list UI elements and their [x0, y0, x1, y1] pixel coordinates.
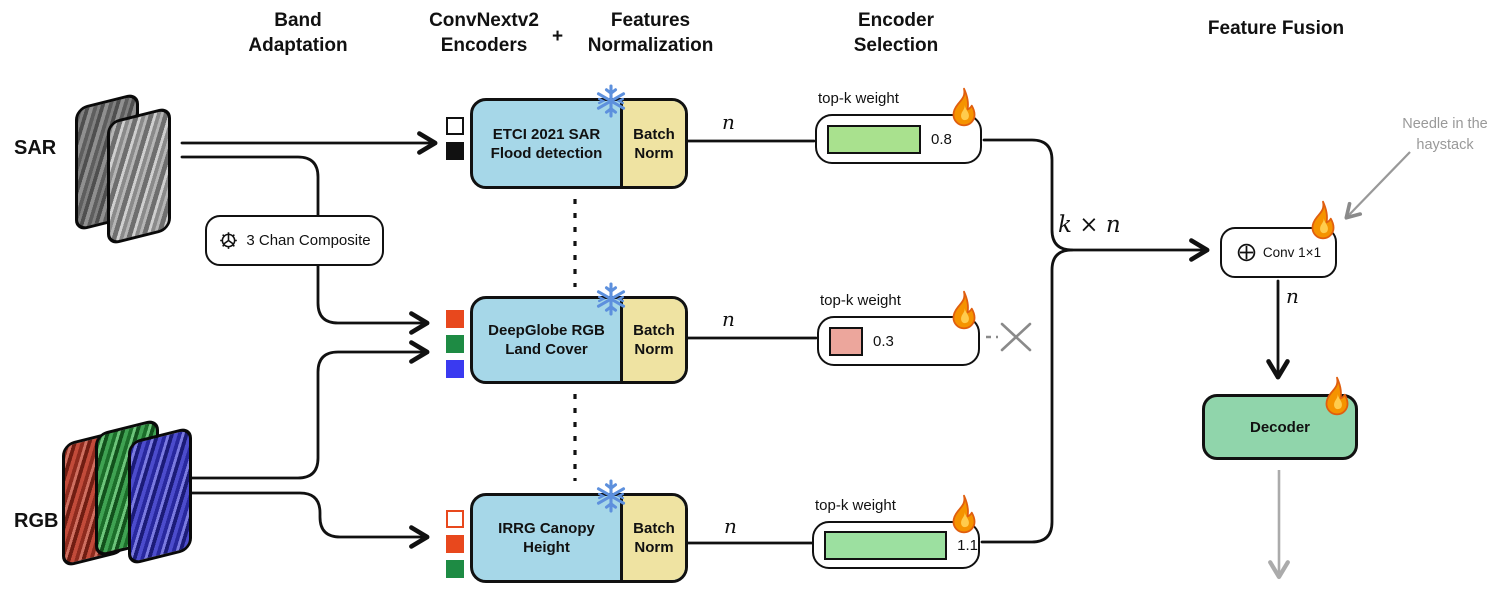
encoder-name: DeepGlobe RGB Land Cover [488, 322, 605, 358]
band-square [446, 360, 464, 378]
topk-weight-box-deepglobe: 0.3 [817, 316, 980, 366]
weight-value: 0.3 [873, 332, 894, 350]
band-indicators-sar [446, 117, 464, 160]
weight-bar [829, 326, 863, 356]
band-indicators-rgb [446, 310, 464, 378]
composite-box: 3 Chan Composite [205, 215, 384, 266]
composite-label: 3 Chan Composite [246, 232, 371, 249]
header-encoder-selection: Encoder Selection [853, 10, 939, 56]
band-indicators-irrg [446, 510, 464, 578]
band-square [446, 560, 464, 578]
encoder-box-deepglobe: DeepGlobe RGB Land Cover Batch Norm [470, 282, 688, 384]
snowflake-icon [596, 479, 626, 513]
weight-value: 0.8 [931, 130, 952, 148]
encoder-name: ETCI 2021 SAR Flood detection [490, 125, 603, 162]
flame-icon [1325, 376, 1349, 416]
rgb-panel-blue [128, 426, 192, 566]
feature-dim-label: n [724, 514, 737, 538]
rgb-label: RGB [14, 510, 59, 532]
sar-label: SAR [14, 137, 57, 159]
flame-icon [1311, 200, 1335, 240]
topk-weight-label: top-k weight [820, 292, 901, 309]
header-plus: + [552, 26, 564, 47]
band-square [446, 142, 464, 160]
band-square [446, 310, 464, 328]
batch-norm-label: Batch Norm [620, 101, 685, 186]
batch-norm-label: Batch Norm [620, 299, 685, 381]
band-square [446, 117, 464, 135]
header-feature-fusion: Feature Fusion [1207, 18, 1345, 39]
flame-icon [952, 290, 976, 330]
header-features-normalization: Features Normalization [587, 10, 714, 56]
feature-dim-label: n [722, 307, 735, 331]
reject-x-icon [1000, 322, 1032, 352]
encoder-box-etci: ETCI 2021 SAR Flood detection Batch Norm [470, 84, 688, 189]
feature-dim-label: n [722, 110, 735, 134]
topk-weight-box-irrg: 1.1 [812, 521, 980, 569]
decoder-label: Decoder [1249, 418, 1311, 436]
band-square [446, 335, 464, 353]
rgb-image-stack [62, 418, 202, 580]
topk-weight-box-etci: 0.8 [815, 114, 982, 164]
topk-weight-label: top-k weight [818, 90, 899, 107]
header-band-adaptation: Band Adaptation [248, 10, 348, 56]
topk-weight-label: top-k weight [815, 497, 896, 514]
weight-value: 1.1 [957, 536, 978, 554]
sar-image-stack [75, 86, 185, 246]
weight-bar [827, 124, 921, 154]
flame-icon [952, 87, 976, 127]
flame-icon [952, 494, 976, 534]
header-convnext-encoders: ConvNextv2 Encoders [429, 10, 539, 56]
note-arrow [1344, 151, 1411, 220]
snowflake-icon [596, 84, 626, 118]
gear-icon [220, 232, 238, 249]
circle-plus-icon [1237, 243, 1256, 262]
sar-panel-front [107, 106, 171, 246]
band-square [446, 510, 464, 528]
band-square [446, 535, 464, 553]
weight-bar [824, 530, 948, 560]
snowflake-icon [596, 282, 626, 316]
black-connectors [180, 131, 1290, 549]
encoder-name: IRRG Canopy Height [498, 520, 595, 556]
feature-dim-label: n [1286, 284, 1299, 308]
conv-label: Conv 1×1 [1262, 245, 1322, 260]
encoder-box-irrg: IRRG Canopy Height Batch Norm [470, 479, 688, 583]
needle-haystack-note: Needle in the haystack [1402, 116, 1488, 153]
k-times-n-label: k × n [1058, 212, 1121, 238]
batch-norm-label: Batch Norm [620, 496, 685, 580]
decoder-box: Decoder [1202, 394, 1358, 460]
